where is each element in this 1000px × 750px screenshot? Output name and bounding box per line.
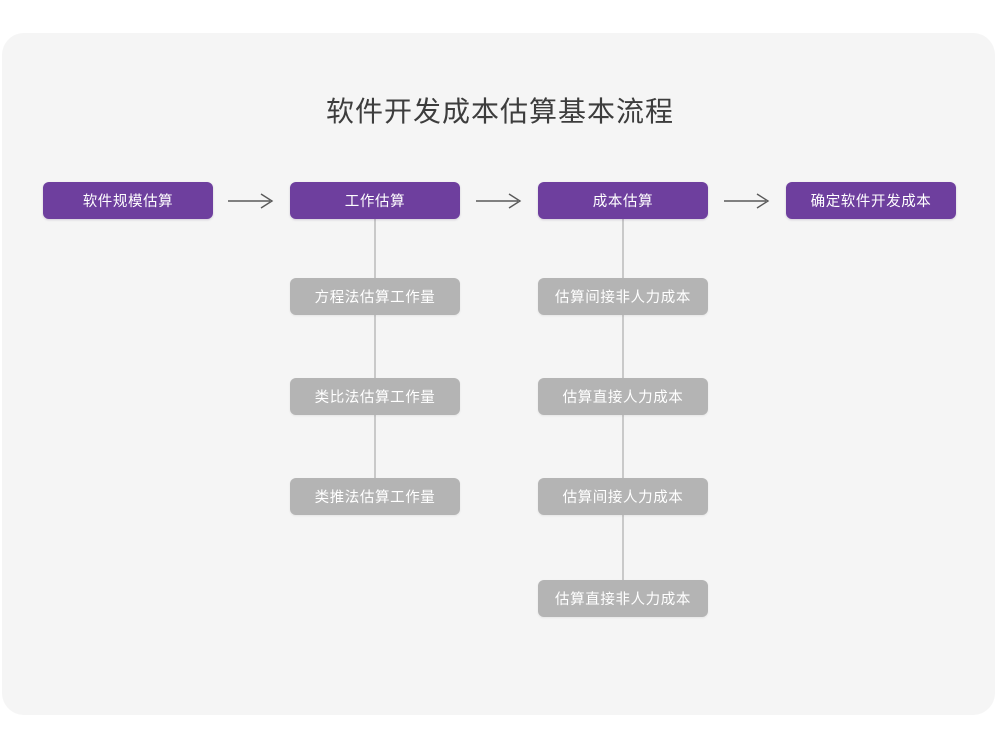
arrow-right-icon-1 (227, 191, 275, 211)
node-software-scale-estimation[interactable]: 软件规模估算 (43, 182, 213, 219)
sub-node-effort-1[interactable]: 类比法估算工作量 (290, 378, 460, 415)
sub-node-cost-0[interactable]: 估算间接非人力成本 (538, 278, 708, 315)
sub-node-cost-2[interactable]: 估算间接人力成本 (538, 478, 708, 515)
sub-node-effort-0[interactable]: 方程法估算工作量 (290, 278, 460, 315)
sub-node-cost-3[interactable]: 估算直接非人力成本 (538, 580, 708, 617)
sub-node-effort-2[interactable]: 类推法估算工作量 (290, 478, 460, 515)
arrow-right-icon-2 (475, 191, 523, 211)
connector-line-effort-branch (374, 219, 376, 479)
node-determine-development-cost[interactable]: 确定软件开发成本 (786, 182, 956, 219)
arrow-right-icon-3 (723, 191, 771, 211)
page-title: 软件开发成本估算基本流程 (325, 96, 674, 127)
node-cost-estimation[interactable]: 成本估算 (538, 182, 708, 219)
diagram-card (2, 33, 995, 715)
node-effort-estimation[interactable]: 工作估算 (290, 182, 460, 219)
sub-node-cost-1[interactable]: 估算直接人力成本 (538, 378, 708, 415)
